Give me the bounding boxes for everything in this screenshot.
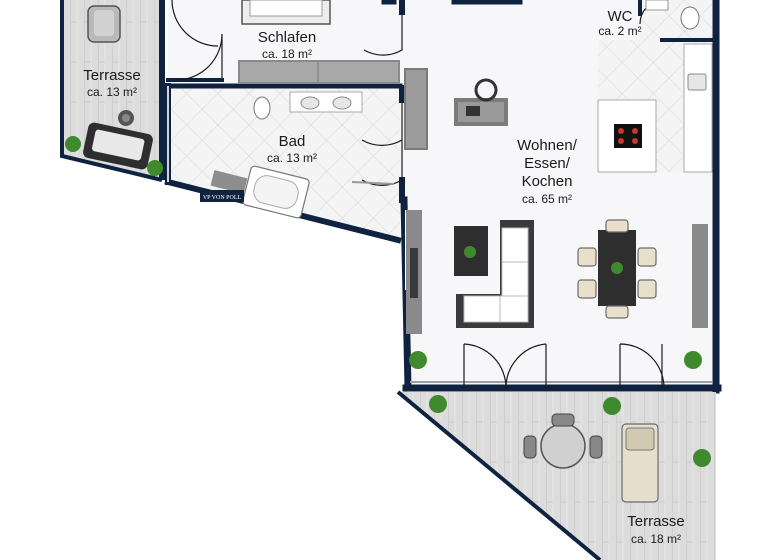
tv-sideboard-top (404, 68, 428, 150)
bathtub (242, 165, 310, 219)
room-area-terrasse-west: ca. 13 m² (87, 85, 137, 99)
sideboard-right (692, 224, 708, 328)
room-name-wc: WC (608, 8, 633, 25)
desk (454, 98, 508, 126)
von-poll-logo: VP VON POLL (200, 190, 244, 202)
room-area-bad: ca. 13 m² (267, 151, 317, 165)
bath-cabinet (210, 170, 248, 194)
room-name-bad: Bad (279, 133, 306, 150)
room-area-schlafen: ca. 18 m² (262, 47, 312, 61)
bed (241, 0, 331, 25)
kitchen-counter (683, 43, 713, 173)
room-name-schlafen: Schlafen (258, 29, 316, 46)
wc-sink (645, 0, 669, 11)
round-table (523, 413, 603, 469)
room-area-wc: ca. 2 m² (598, 24, 641, 38)
terrace-west: Terrasse ca. 13 m² (60, 0, 165, 182)
watermark-text: VP VON POLL (203, 195, 242, 201)
desk-chair (474, 78, 498, 102)
plant (409, 351, 702, 369)
terrace-chair (87, 5, 121, 43)
sofa (456, 220, 534, 328)
coffee-table (454, 226, 488, 276)
dining-table (598, 230, 636, 306)
sun-lounger (621, 423, 659, 503)
room-name-wohnen-2: Essen/ (524, 155, 571, 172)
toilet (253, 96, 271, 120)
plant (429, 395, 711, 467)
terrace-sofa (83, 122, 153, 170)
room-name-wohnen-1: Wohnen/ (517, 137, 578, 154)
room-name-terrasse-south: Terrasse (627, 513, 685, 530)
wc-toilet (680, 6, 700, 30)
room-name-wohnen-3: Kochen (522, 173, 573, 190)
plant (65, 136, 163, 176)
terrace-south: Terrasse ca. 18 m² (396, 390, 716, 560)
tv-sideboard (406, 210, 422, 334)
kitchen-island (597, 99, 657, 173)
wardrobe (238, 60, 400, 84)
dining-chairs (577, 219, 657, 319)
double-sink (289, 91, 363, 113)
room-area-wohnen: ca. 65 m² (522, 192, 572, 206)
room-area-terrasse-south: ca. 18 m² (631, 532, 681, 546)
room-name-terrasse-west: Terrasse (83, 67, 141, 84)
shower-screen (351, 181, 395, 185)
bathroom-floor (170, 88, 400, 240)
